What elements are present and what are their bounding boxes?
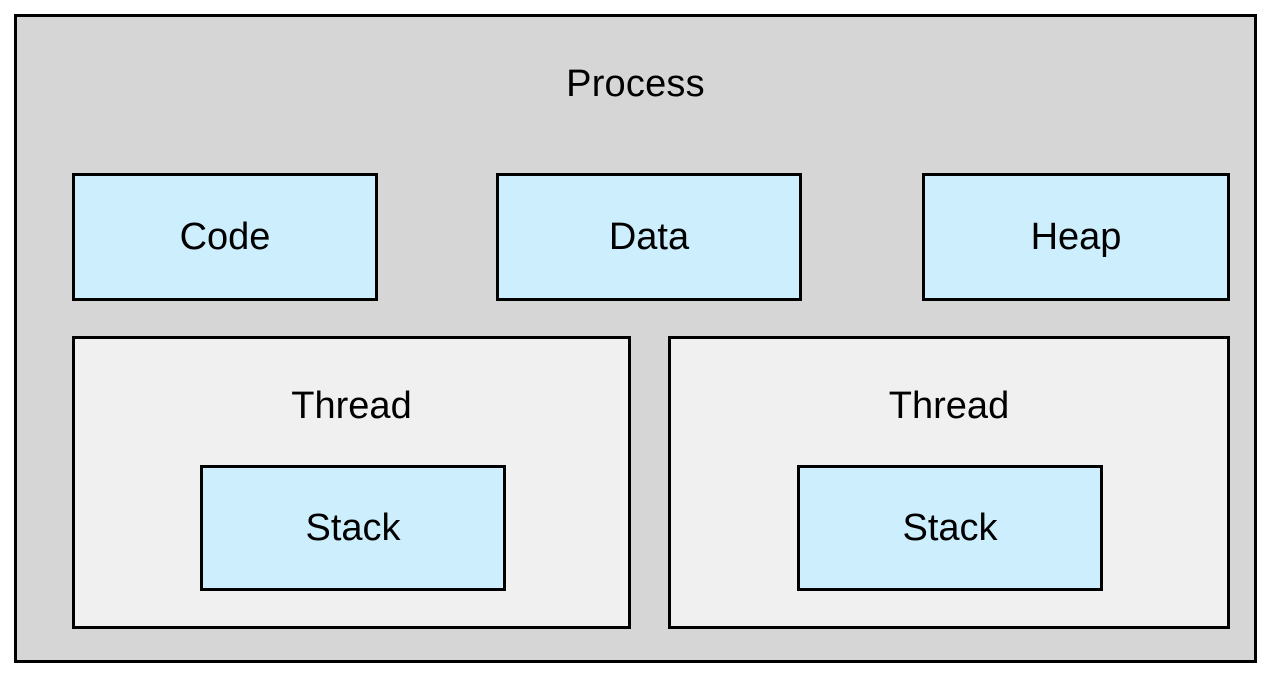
thread-title-2: Thread <box>888 385 1010 427</box>
memory-segment-heap: Heap <box>922 173 1230 301</box>
thread-stack-1: Stack <box>200 465 506 591</box>
memory-segment-heap-label: Heap <box>1030 216 1122 258</box>
thread-container-1: Thread Stack <box>72 336 631 629</box>
memory-segment-code: Code <box>72 173 378 301</box>
memory-segment-data-label: Data <box>608 216 690 258</box>
thread-stack-2: Stack <box>797 465 1103 591</box>
thread-stack-2-label: Stack <box>902 507 998 549</box>
process-title: Process <box>566 63 705 105</box>
thread-container-2: Thread Stack <box>668 336 1230 629</box>
thread-stack-1-label: Stack <box>305 507 401 549</box>
process-container: Process Code Data Heap Thread Stack Thre… <box>14 14 1257 663</box>
memory-segment-data: Data <box>496 173 802 301</box>
memory-segment-code-label: Code <box>179 216 271 258</box>
thread-title-1: Thread <box>291 385 412 427</box>
